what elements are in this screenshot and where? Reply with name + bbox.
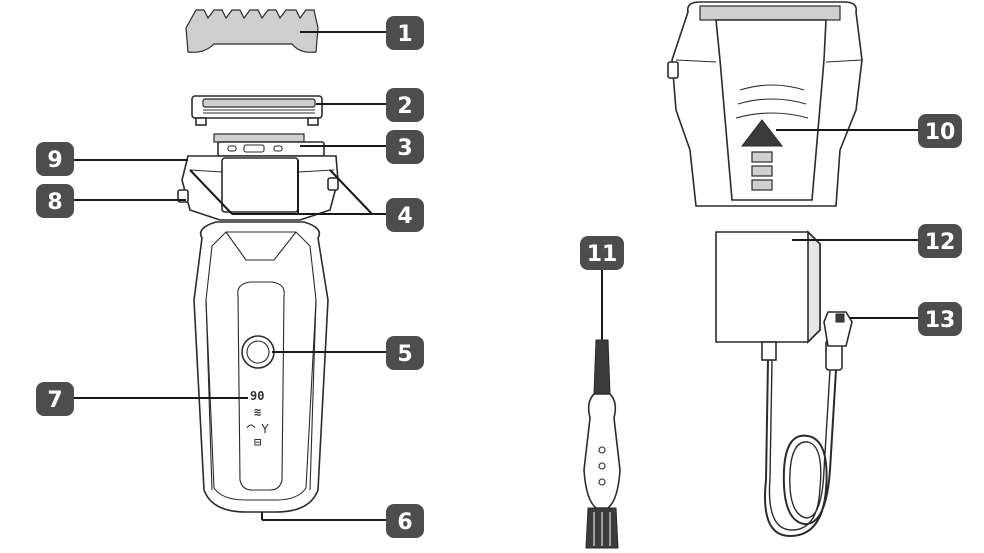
ac-adapter	[715, 230, 853, 538]
svg-text:2: 2	[397, 94, 412, 119]
svg-text:7: 7	[47, 388, 62, 413]
callout-9: 9	[36, 142, 74, 176]
callout-1: 1	[386, 16, 424, 50]
svg-text:1: 1	[397, 22, 412, 47]
lock-indicator: ⊟	[254, 435, 261, 449]
battery-display: 90	[250, 389, 264, 403]
callout-10: 10	[918, 114, 962, 148]
svg-text:11: 11	[587, 242, 618, 267]
callout-6: 6	[386, 504, 424, 538]
svg-text:12: 12	[925, 230, 956, 255]
callout-4: 4	[386, 198, 424, 232]
svg-text:9: 9	[47, 148, 62, 173]
svg-text:13: 13	[925, 308, 956, 333]
cleaning-brush	[583, 270, 621, 549]
callout-11: 11	[580, 236, 624, 270]
svg-text:3: 3	[397, 136, 412, 161]
part-2-outer-foil-frame	[191, 95, 323, 126]
shaver-back-view	[667, 1, 863, 207]
shaver-head	[177, 155, 339, 221]
svg-text:8: 8	[47, 190, 62, 215]
callout-12: 12	[918, 224, 962, 258]
part-3-inner-blades	[213, 133, 325, 157]
callout-13: 13	[918, 302, 962, 336]
release-button	[740, 119, 784, 147]
callout-3: 3	[386, 130, 424, 164]
callout-8: 8	[36, 184, 74, 218]
mode-indicator: ≋	[254, 405, 261, 419]
callout-7: 7	[36, 382, 74, 416]
callout-2: 2	[386, 88, 424, 122]
shaver-body: 90 ≋ ⊟	[193, 221, 329, 513]
svg-text:4: 4	[397, 204, 412, 229]
part-1-protective-cap	[185, 9, 319, 53]
cleaning-indicator-icon	[246, 423, 269, 433]
callout-5: 5	[386, 336, 424, 370]
svg-text:10: 10	[925, 120, 956, 145]
svg-text:5: 5	[397, 342, 412, 367]
svg-text:6: 6	[397, 510, 412, 535]
leader-lines-left	[74, 31, 388, 521]
